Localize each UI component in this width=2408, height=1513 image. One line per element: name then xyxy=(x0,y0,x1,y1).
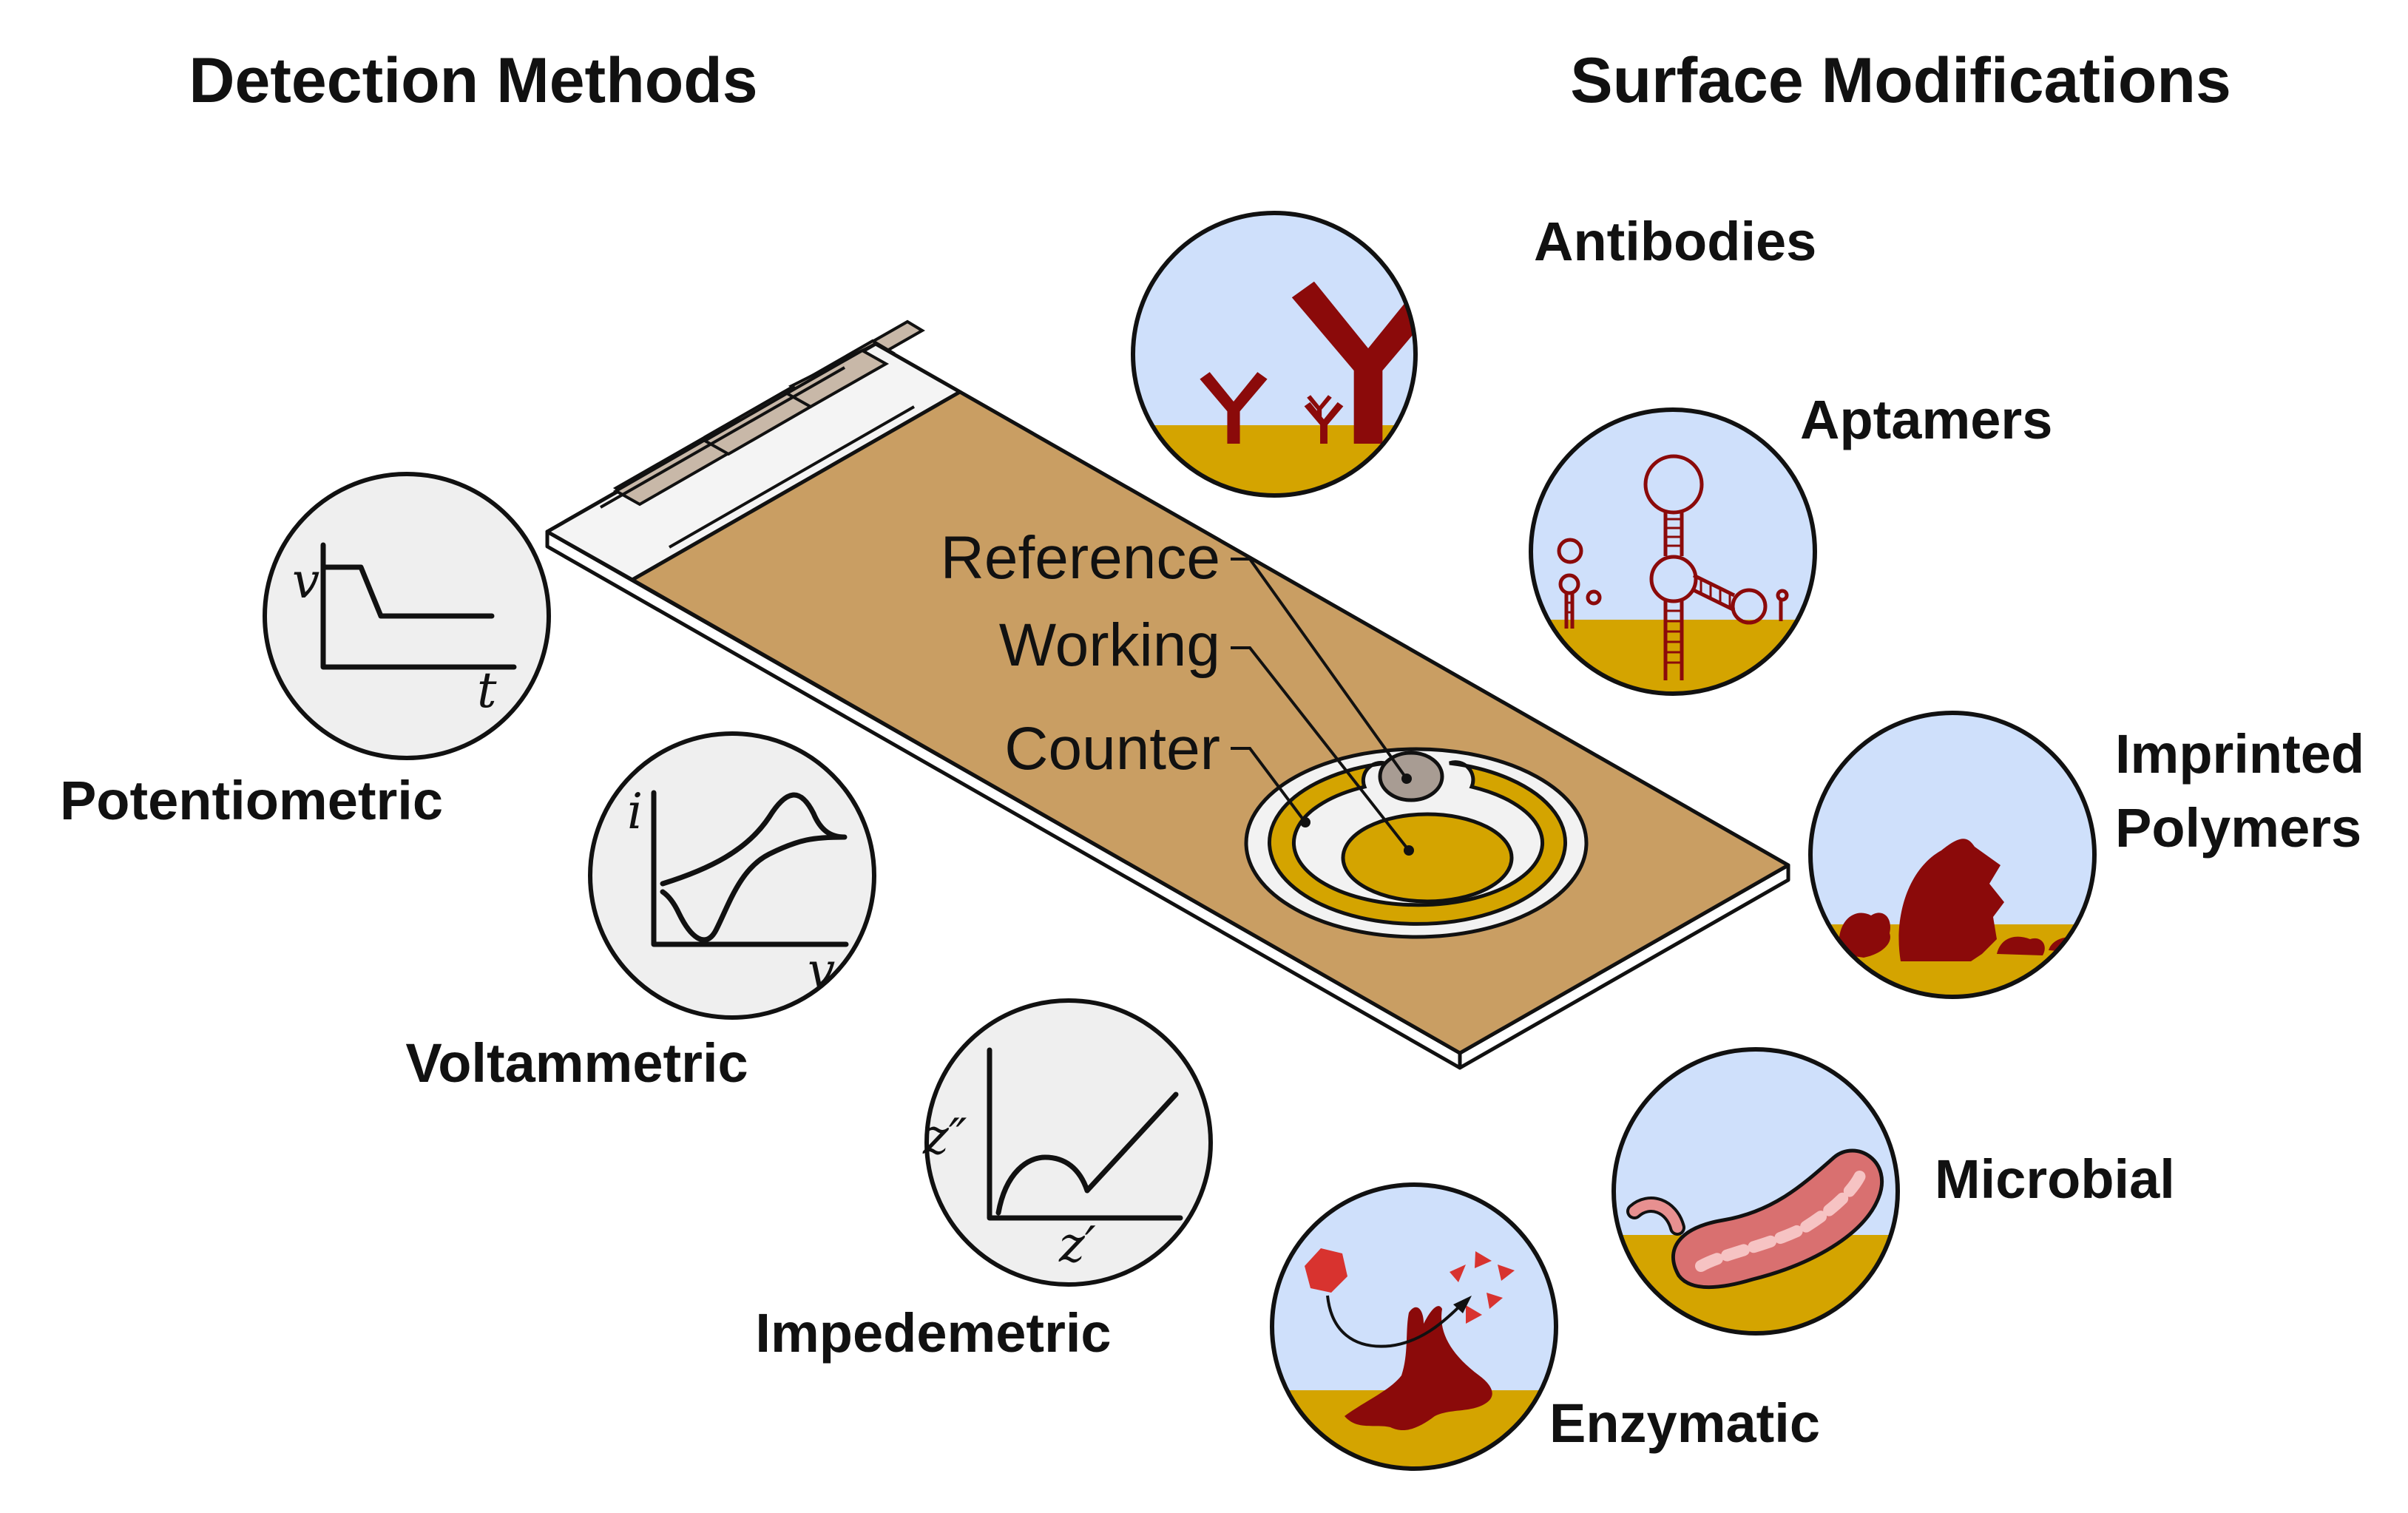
counter-electrode xyxy=(1268,760,1567,926)
impedemetric-icon: z″ z′ xyxy=(922,998,1213,1287)
enzymatic-label: Enzymatic xyxy=(1549,1392,1820,1454)
counter-leader xyxy=(1231,747,1307,824)
antibodies-bubble xyxy=(1131,211,1418,498)
surface-modifications-heading: Surface Modifications xyxy=(1570,45,2231,116)
working-leader xyxy=(1231,646,1410,852)
potentiometric-axes xyxy=(320,542,517,670)
detection-methods-heading: Detection Methods xyxy=(189,45,757,116)
counter-label: Counter xyxy=(1004,715,1220,782)
antibodies-label: Antibodies xyxy=(1534,211,1816,272)
working-label: Working xyxy=(999,612,1220,679)
imprinted-label-line1: Imprinted xyxy=(2115,723,2364,785)
impedemetric-curve xyxy=(995,1091,1179,1216)
reference-leader xyxy=(1231,558,1408,780)
microbial-bubble xyxy=(1611,1047,1900,1336)
voltammetric-x-axis-label: v xyxy=(808,942,835,999)
impedemetric-axes xyxy=(987,1047,1183,1221)
voltammetric-axes xyxy=(651,790,849,947)
voltammetric-label: Voltammetric xyxy=(405,1032,748,1094)
potentiometric-label: Potentiometric xyxy=(60,770,443,831)
contact-pad xyxy=(783,348,890,409)
aptamers-bubble xyxy=(1529,407,1817,696)
reference-label: Reference xyxy=(941,524,1220,592)
impedemetric-x-axis-label: z′ xyxy=(1058,1216,1096,1273)
working-electrode xyxy=(1341,812,1514,904)
impedemetric-label: Impedemetric xyxy=(755,1302,1111,1364)
potentiometric-icon: v t xyxy=(263,472,551,760)
imprinted-label-line2: Polymers xyxy=(2115,797,2361,859)
enzymatic-bubble xyxy=(1270,1182,1558,1471)
potentiometric-curve xyxy=(320,564,495,619)
voltammetric-curve xyxy=(660,792,848,943)
impedemetric-y-axis-label: z″ xyxy=(922,1108,967,1165)
electrode-cell xyxy=(1244,747,1589,939)
voltammetric-icon: i v xyxy=(588,731,876,1020)
aptamers-label: Aptamers xyxy=(1800,389,2052,450)
potentiometric-x-axis-label: t xyxy=(477,662,497,719)
microbial-label: Microbial xyxy=(1935,1148,2175,1210)
potentiometric-y-axis-label: v xyxy=(292,552,319,609)
voltammetric-y-axis-label: i xyxy=(627,783,643,840)
imprinted-polymers-bubble xyxy=(1808,711,2097,999)
